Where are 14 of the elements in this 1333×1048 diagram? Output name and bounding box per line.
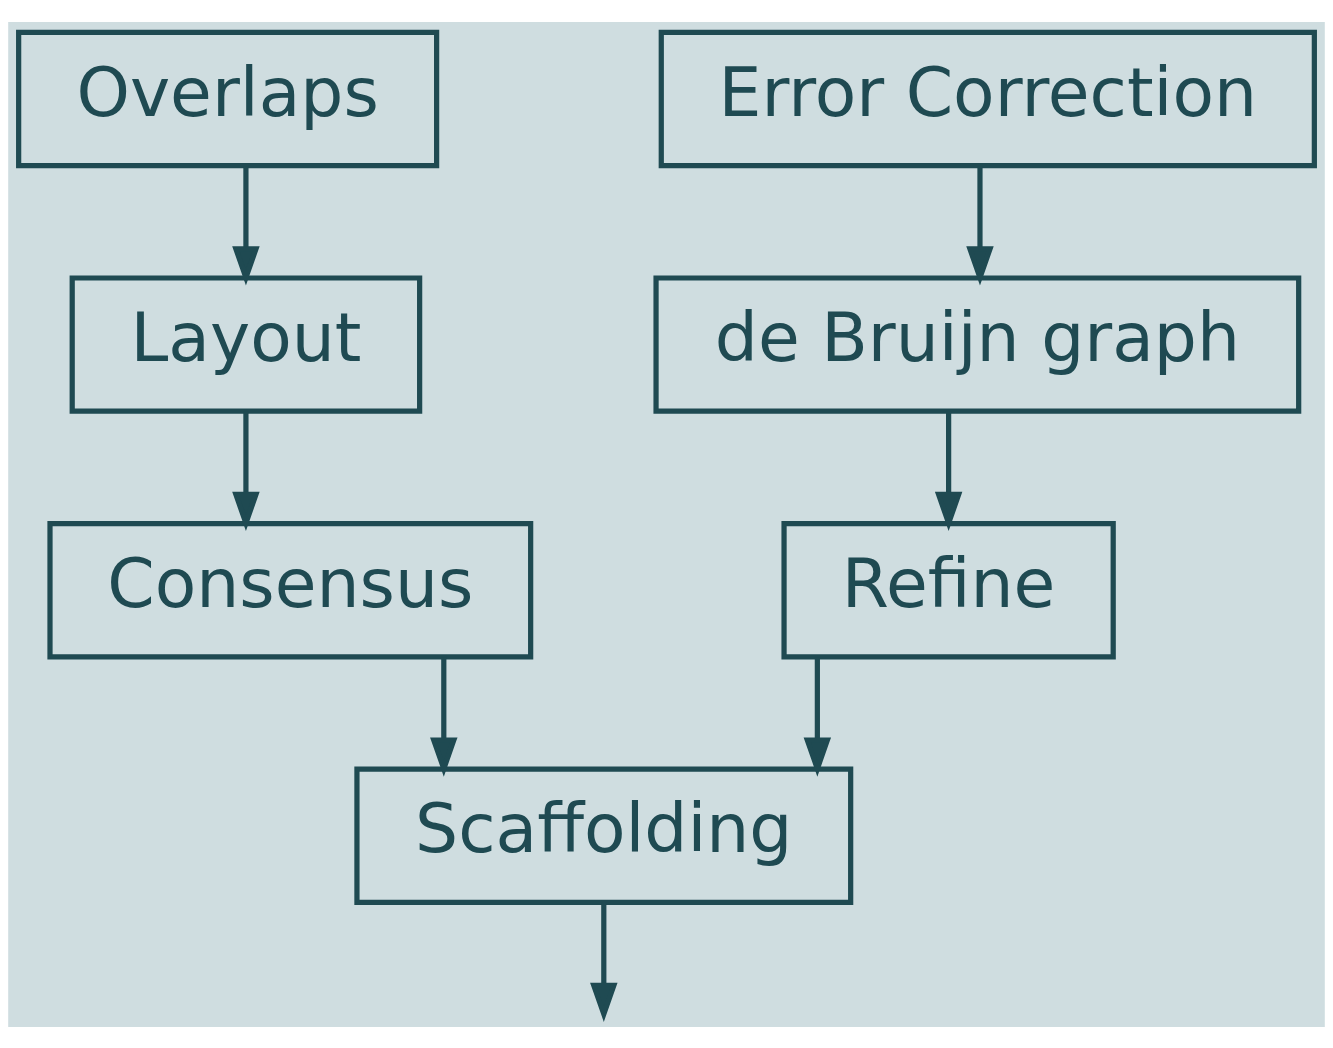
arrow [232, 165, 260, 285]
node-box: de Bruijn graph [653, 274, 1302, 414]
node-box: Layout [69, 274, 423, 414]
arrow [803, 656, 832, 777]
arrow [232, 411, 260, 531]
arrow [590, 902, 618, 1022]
node-box: Overlaps [16, 29, 440, 168]
arrow [966, 165, 994, 285]
node-box: Consensus [47, 520, 534, 659]
node-box: Error Correction [658, 29, 1317, 168]
node-box: Scaffolding [354, 766, 854, 905]
arrow [934, 411, 963, 531]
node-box: Refine [781, 520, 1116, 659]
arrow [430, 656, 458, 777]
